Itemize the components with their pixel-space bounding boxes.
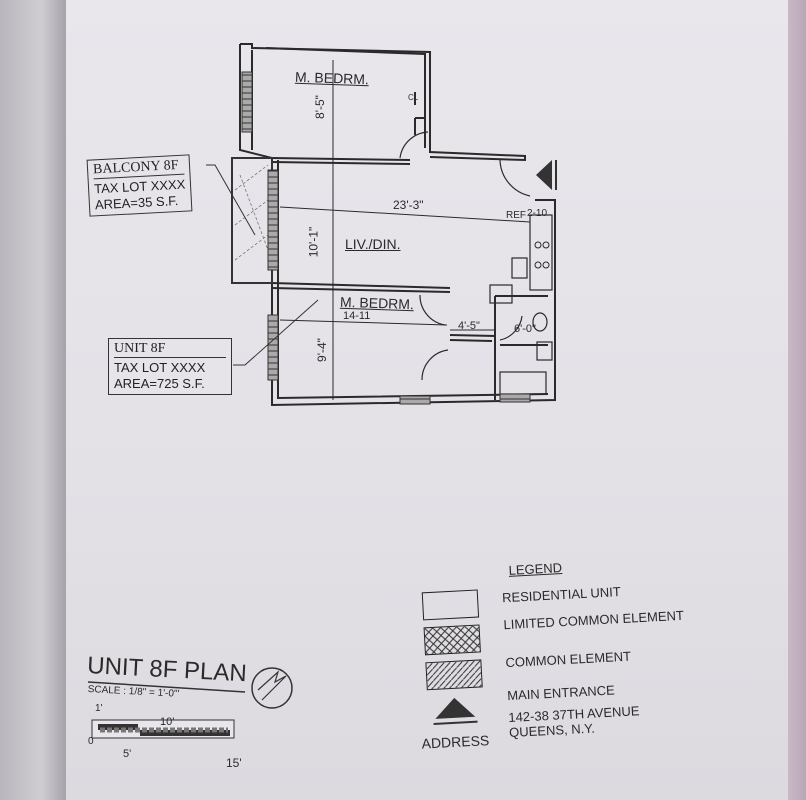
legend-item-main-entrance: MAIN ENTRANCE bbox=[506, 682, 616, 704]
left-page-edge bbox=[0, 0, 70, 800]
legend-swatch-limited-common bbox=[423, 624, 481, 656]
legend-item-limited-common: LIMITED COMMON ELEMENT bbox=[503, 607, 685, 633]
scale-tick-5ft: 5' bbox=[123, 748, 132, 760]
address-label: ADDRESS bbox=[421, 732, 490, 752]
ref-label: REF bbox=[506, 210, 526, 221]
dimension-living-depth: 10'-1" bbox=[306, 226, 321, 258]
unit-label-box: UNIT 8F TAX LOT XXXX AREA=725 S.F. bbox=[108, 338, 232, 395]
scale-tick-15ft: 15' bbox=[226, 756, 242, 770]
background-fabric bbox=[788, 0, 806, 800]
dimension-hall-width: 4'-5" bbox=[458, 320, 480, 332]
legend: LEGEND RESIDENTIAL UNIT LIMITED COMMON E… bbox=[410, 544, 720, 759]
legend-heading: LEGEND bbox=[508, 560, 563, 578]
north-arrow-icon bbox=[251, 667, 293, 709]
scale-bar bbox=[91, 719, 235, 739]
unit-title: UNIT 8F bbox=[114, 341, 226, 358]
window bbox=[241, 71, 253, 133]
door-swing bbox=[399, 131, 429, 159]
dimension-ref-width: 2-10 bbox=[527, 208, 548, 219]
dimension-line bbox=[279, 60, 531, 400]
room-label-closet: CL bbox=[408, 93, 419, 102]
legend-swatch-residential bbox=[421, 589, 480, 621]
balcony-title: BALCONY 8F bbox=[92, 157, 185, 180]
legend-swatch-common bbox=[425, 659, 483, 691]
scale-tick-0: 0 bbox=[88, 736, 94, 747]
legend-item-common: COMMON ELEMENT bbox=[505, 648, 632, 671]
dimension-bedroom-top-depth: 8'-5" bbox=[312, 95, 327, 119]
scale-tick-10ft: 10' bbox=[160, 716, 175, 728]
main-entrance-legend-icon bbox=[433, 697, 478, 725]
main-entrance-icon bbox=[536, 160, 552, 190]
address-line-2: QUEENS, N.Y. bbox=[508, 720, 596, 741]
unit-tax-lot: TAX LOT XXXX bbox=[114, 360, 206, 375]
unit-area: AREA=725 S.F. bbox=[114, 376, 205, 391]
dimension-bath-width: 6'-0" bbox=[514, 323, 536, 335]
room-label-living-dining: LIV./DIN. bbox=[345, 236, 401, 252]
legend-item-residential: RESIDENTIAL UNIT bbox=[501, 584, 622, 606]
dimension-living-length: 23'-3" bbox=[393, 198, 424, 212]
dimension-bedroom-bottom-depth: 9'-4" bbox=[314, 338, 329, 362]
dimension-bedroom-bottom-width: 14-11 bbox=[343, 310, 371, 322]
interior-wall bbox=[271, 157, 411, 165]
scale-tick-1ft: 1' bbox=[95, 703, 103, 714]
exterior-wall bbox=[240, 43, 526, 162]
room-label-master-bedroom-top: M. BEDRM. bbox=[294, 68, 370, 88]
balcony-area: AREA=35 S.F. bbox=[94, 193, 179, 213]
balcony-label-box: BALCONY 8F TAX LOT XXXX AREA=35 S.F. bbox=[86, 154, 193, 217]
